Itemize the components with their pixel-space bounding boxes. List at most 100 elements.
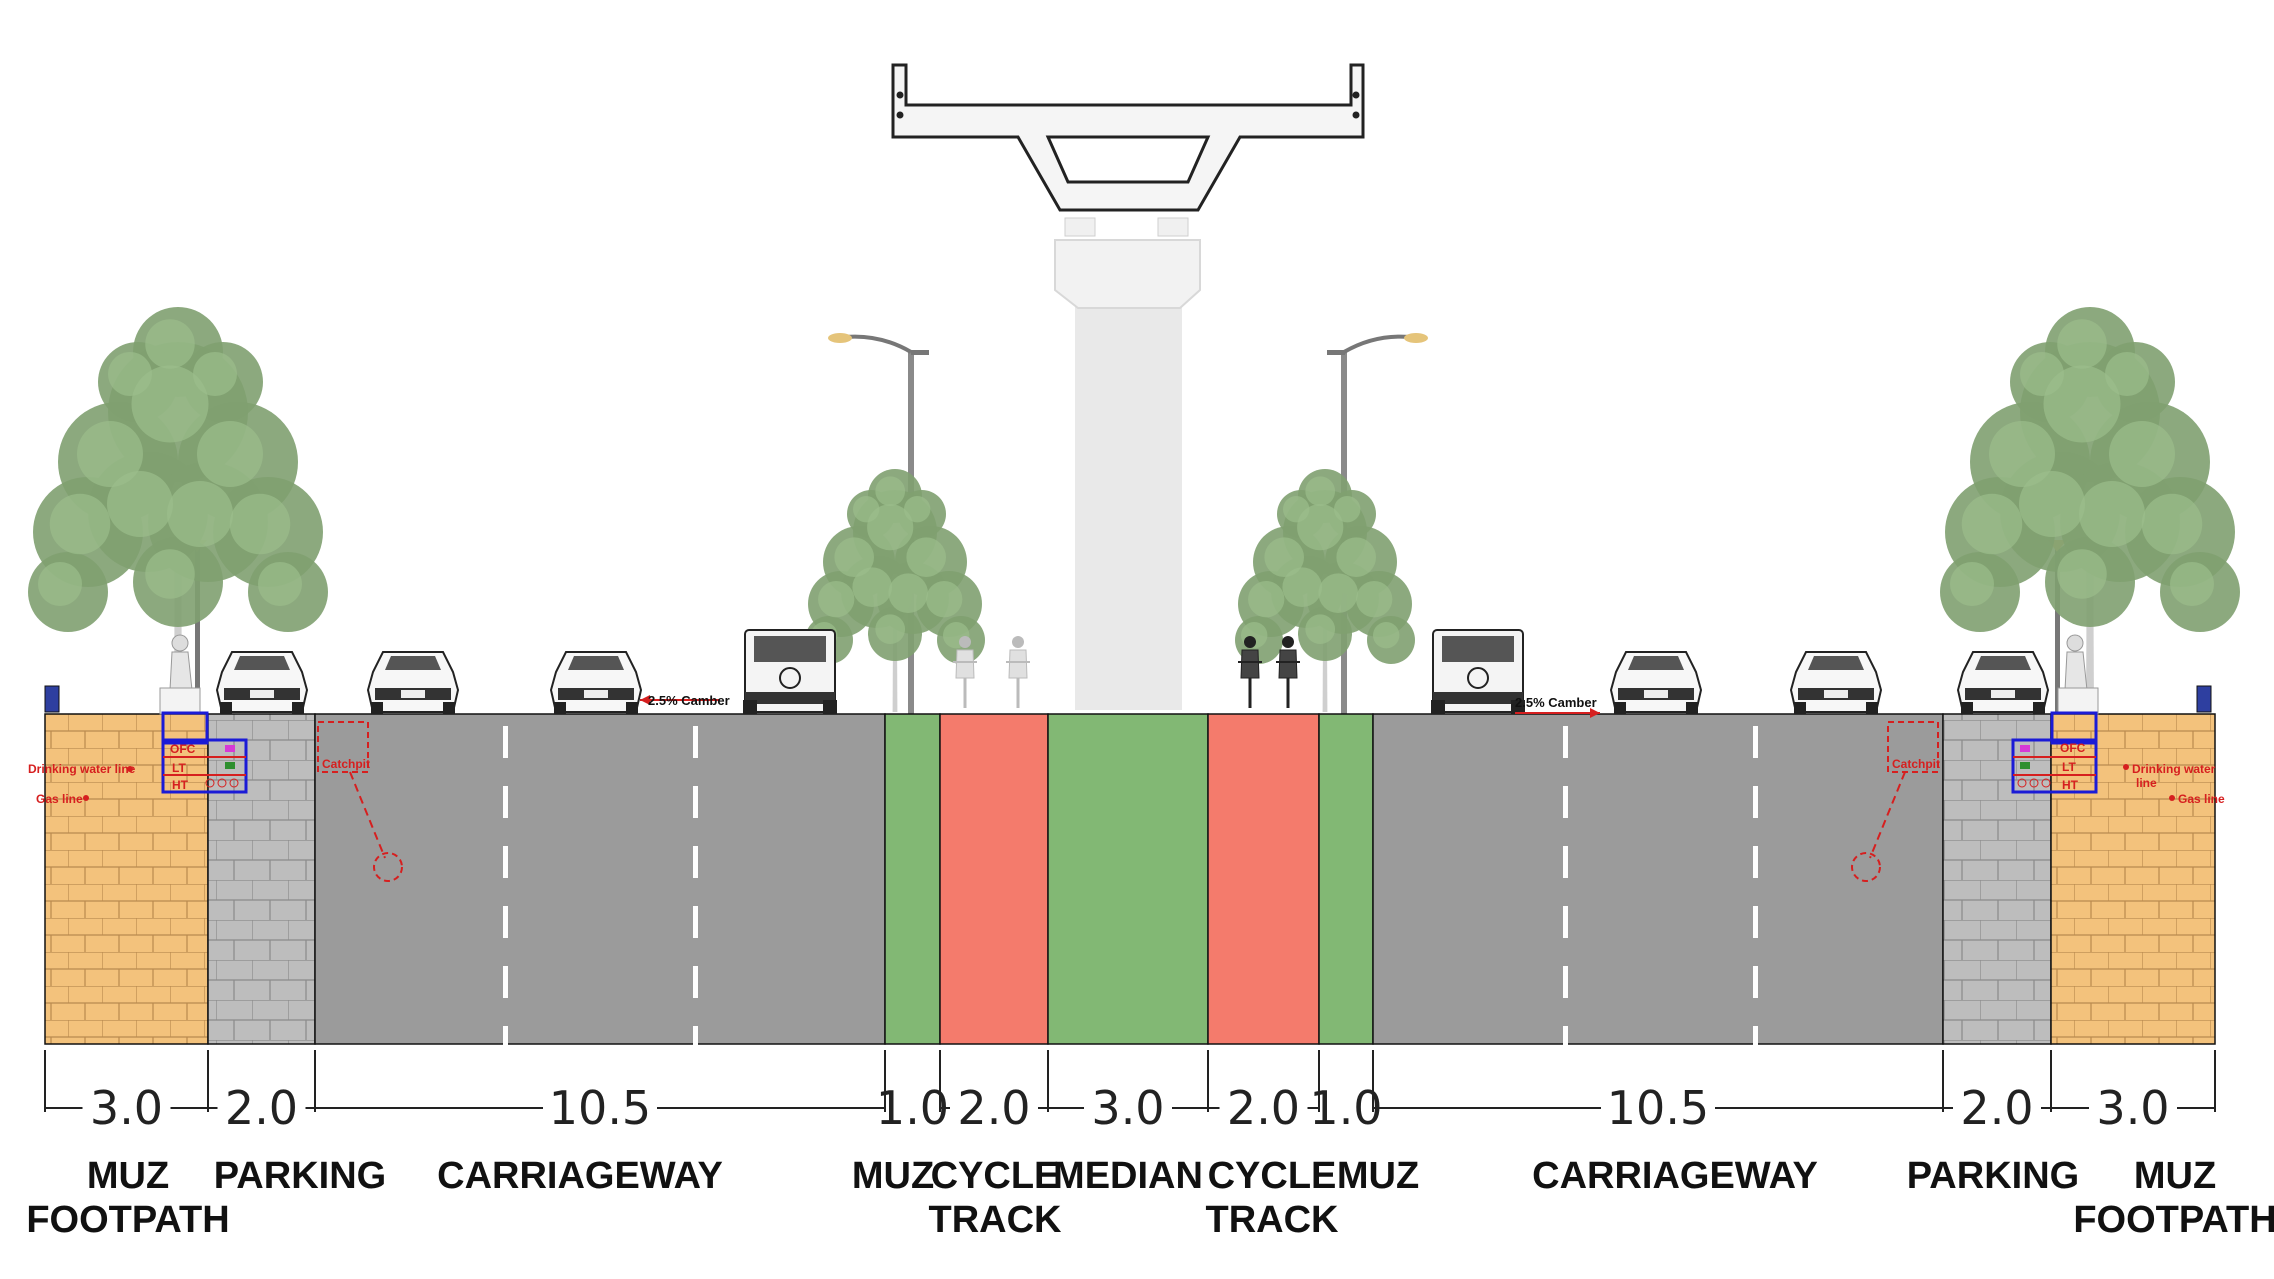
edge-bollard-left [44, 685, 60, 713]
lane-dash [1563, 786, 1568, 818]
band-muz-green-3 [884, 713, 941, 1045]
lane-dash [693, 846, 698, 878]
drinking-water-right-label-2: line [2136, 776, 2157, 790]
tree-median-left-icon [805, 469, 985, 712]
cyclist-2-icon [1006, 636, 1030, 708]
utility-ofc-label-right: OFC [2060, 741, 2086, 755]
lane-dash [1563, 846, 1568, 878]
lane-dash [693, 726, 698, 758]
band-carriageway-2 [314, 713, 886, 1045]
gas-right-label: Gas line [2178, 792, 2225, 806]
pedestrian-left-icon [159, 634, 201, 715]
band-footpath-0 [44, 713, 209, 1045]
lane-dash [1753, 906, 1758, 938]
utility-ht-label-right: HT [2062, 778, 2079, 792]
trees [28, 307, 2240, 712]
catchpit-right-label: Catchpit [1892, 757, 1940, 771]
dimension-value-9: 2.0 [1960, 1081, 2033, 1135]
lane-dash [693, 1026, 698, 1058]
camber-left-label: 2.5% Camber [648, 693, 730, 708]
catchpit-left: Catchpit [317, 721, 403, 882]
segment-label-6: CYCLE [1208, 1155, 1337, 1197]
tree-median-right-icon [1235, 469, 1415, 712]
dimension-value-3: 1.0 [876, 1081, 949, 1135]
camber-right-label: 2.5% Camber [1515, 695, 1597, 710]
vehicles [215, 629, 2050, 714]
lane-dash [503, 726, 508, 758]
suv-right-icon [1431, 629, 1525, 714]
segment-label-8: CARRIAGEWAY [1532, 1155, 1818, 1197]
catchpit-left-label: Catchpit [322, 757, 370, 771]
car-right-1-icon [1609, 651, 1703, 714]
band-footpath-10 [2050, 713, 2216, 1045]
utility-duct-right: OFC LT HT Drinking water line Gas line [2011, 711, 2225, 806]
lane-dash [503, 846, 508, 878]
dimension-value-1: 2.0 [225, 1081, 298, 1135]
lane-dash [503, 906, 508, 938]
elevated-viaduct [891, 63, 1365, 710]
dimension-value-7: 1.0 [1309, 1081, 1382, 1135]
segment-label-4: CYCLE [931, 1155, 1060, 1197]
pedestrian-right-icon [2057, 634, 2099, 715]
utility-ht-label-left: HT [172, 778, 189, 792]
lane-dash [1753, 966, 1758, 998]
lane-dash [1563, 726, 1568, 758]
car-right-2-icon [1789, 651, 1883, 714]
band-parking-1 [207, 713, 316, 1045]
lane-dash [1753, 786, 1758, 818]
band-cycle-track-6 [1207, 713, 1320, 1045]
band-cycle-track-4 [939, 713, 1049, 1045]
segment-label-3: MUZ [852, 1155, 934, 1197]
dimension-value-0: 3.0 [90, 1081, 163, 1135]
pier-cap [1054, 239, 1201, 309]
car-parking-right-icon [1956, 651, 2050, 714]
lane-dash [693, 906, 698, 938]
car-left-2-icon [549, 651, 643, 714]
utility-lt-label-right: LT [2062, 760, 2076, 774]
lane-dash [693, 786, 698, 818]
dimension-value-5: 3.0 [1091, 1081, 1164, 1135]
lane-markings [503, 726, 1758, 1058]
gas-left-label: Gas line [36, 792, 83, 806]
segment-label-2: CARRIAGEWAY [437, 1155, 723, 1197]
camber-left-annotation: 2.5% Camber [640, 693, 730, 708]
camber-right-annotation: 2.5% Camber [1515, 695, 1600, 718]
dimension-value-10: 3.0 [2096, 1081, 2169, 1135]
car-parking-left-icon [215, 651, 309, 714]
segment-label-5: MEDIAN [1053, 1155, 1203, 1197]
car-left-1-icon [366, 651, 460, 714]
cyclist-4-icon [1276, 636, 1300, 708]
utility-lt-label-left: LT [172, 761, 186, 775]
utility-ofc-label-left: OFC [170, 742, 196, 756]
segment-label-line2-0: FOOTPATH [26, 1199, 229, 1241]
drinking-water-right-label-1: Drinking water [2132, 762, 2216, 776]
segment-label-0: MUZ [87, 1155, 169, 1197]
lane-dash [1563, 966, 1568, 998]
segment-label-line2-6: TRACK [1206, 1199, 1340, 1241]
cyclists [953, 636, 1300, 708]
tree-footpath-left-icon [28, 307, 328, 712]
lane-dash [503, 966, 508, 998]
band-muz-green-7 [1318, 713, 1374, 1045]
suv-left-icon [743, 629, 837, 714]
lane-dash [503, 1026, 508, 1058]
dimension-value-4: 2.0 [957, 1081, 1030, 1135]
edge-bollard-right [2196, 685, 2212, 713]
lane-dash [1753, 846, 1758, 878]
drinking-water-left-label: Drinking water line [28, 762, 136, 776]
segment-label-line2-10: FOOTPATH [2073, 1199, 2274, 1241]
dimension-value-2: 10.5 [549, 1081, 651, 1135]
lane-dash [503, 786, 508, 818]
lane-dash [1753, 726, 1758, 758]
cyclist-1-icon [953, 636, 977, 708]
segment-label-9: PARKING [1907, 1155, 2079, 1197]
segment-label-1: PARKING [214, 1155, 386, 1197]
lane-dash [1563, 1026, 1568, 1058]
tree-footpath-right-icon [1940, 307, 2240, 712]
dimension-value-6: 2.0 [1227, 1081, 1300, 1135]
catchpit-right: Catchpit [1851, 721, 1940, 882]
segment-label-10: MUZ [2134, 1155, 2216, 1197]
